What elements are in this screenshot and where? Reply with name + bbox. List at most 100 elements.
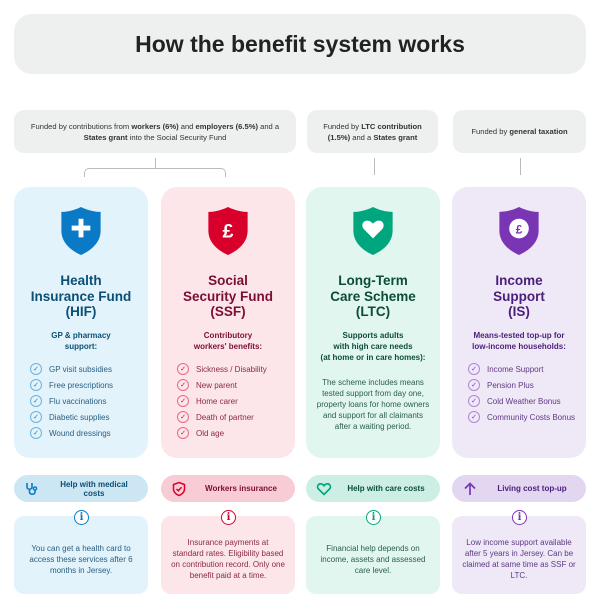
scheme-title-line: Care Scheme (330, 288, 416, 304)
funding-text-bold: States grant (373, 132, 418, 142)
list-item: ✓ Home carer (177, 395, 291, 407)
check-icon: ✓ (177, 411, 189, 423)
check-icon: ✓ (30, 395, 42, 407)
category-pill-is: Living cost top-up (452, 475, 586, 502)
check-icon: ✓ (30, 411, 42, 423)
scheme-title-line: Security Fund (182, 288, 273, 304)
check-icon: ✓ (468, 411, 480, 423)
funding-box-is: Funded by general taxation (453, 110, 586, 153)
funding-text: Funded by general taxation (471, 126, 567, 137)
title-banner: How the benefit system works (14, 14, 586, 74)
scheme-title-line: Social (208, 273, 248, 288)
pill-label: Workers insurance (205, 484, 277, 493)
shield-check-icon (171, 481, 197, 497)
funding-text-part: and (178, 121, 196, 131)
shield-pound-icon: £ (208, 206, 248, 256)
list-item: ✓ Pension Plus (468, 379, 582, 391)
scheme-subtitle-line: Contributory (203, 331, 253, 340)
connector-line (374, 158, 375, 175)
connector-bracket (84, 168, 226, 177)
list-item: ✓Death of partner (177, 411, 291, 423)
info-icon: i (512, 510, 527, 525)
heart-icon (316, 481, 342, 497)
list-item: ✓Community Costs Bonus (468, 411, 582, 423)
check-icon: ✓ (468, 395, 480, 407)
list-item: ✓Wound dressings (30, 427, 144, 439)
pill-label: Living cost top-up (497, 484, 567, 493)
info-text: Insurance payments at standard rates. El… (171, 538, 285, 580)
shield-plus-icon (61, 206, 101, 256)
stethoscope-icon (24, 481, 50, 497)
funding-text: Funded by LTC contribution (1.5%) and a … (313, 121, 432, 143)
list-item-label: Pension Plus (487, 381, 534, 390)
info-box-hif: You can get a health card to access thes… (14, 516, 148, 594)
funding-text-bold: general taxation (509, 127, 568, 136)
list-item: ✓ Diabetic supplies (30, 411, 144, 423)
check-icon: ✓ (177, 363, 189, 375)
funding-text: Funded by contributions from workers (6%… (20, 121, 290, 143)
page-title: How the benefit system works (135, 30, 465, 57)
check-icon: ✓ (468, 379, 480, 391)
category-pill-ssf: Workers insurance (161, 475, 295, 502)
scheme-subtitle-line: (at home or in care homes): (320, 353, 426, 362)
check-icon: ✓ (30, 379, 42, 391)
check-icon: ✓ (177, 395, 189, 407)
category-pill-ltc: Help with care costs (306, 475, 440, 502)
scheme-title-line: (SSF) (210, 304, 246, 319)
scheme-subtitle-line: Means-tested top-up for (473, 331, 565, 340)
info-icon: i (221, 510, 236, 525)
info-box-is: Low income support available after 5 yea… (452, 516, 586, 594)
list-item: ✓ GP visit subsidies (30, 363, 144, 375)
scheme-subtitle-line: support: (64, 342, 98, 351)
list-item: ✓Income Support (468, 363, 582, 375)
pill-label: Help with care costs (347, 484, 425, 493)
funding-text-part: Funded by (323, 121, 362, 131)
list-item: ✓Free prescriptions (30, 379, 144, 391)
list-item: ✓Cold Weather Bonus (468, 395, 582, 407)
info-box-ssf: Insurance payments at standard rates. El… (161, 516, 295, 594)
benefit-list: ✓Income Support ✓ Pension Plus ✓Cold Weathe… (468, 363, 582, 428)
list-item-label: Flu vaccinations (49, 397, 107, 406)
scheme-description: The scheme includes means tested support… (316, 378, 430, 431)
category-pill-hif: Help with medical costs (14, 475, 148, 502)
scheme-title-line: Insurance Fund (30, 288, 132, 304)
check-icon: ✓ (177, 379, 189, 391)
list-item-label: New parent (196, 381, 237, 390)
scheme-title-line: Long-Term (338, 273, 408, 288)
list-item-label: Sickness / Disability (196, 365, 267, 374)
svg-text:£: £ (516, 223, 523, 236)
shield-pound-coin-icon: £ (499, 206, 539, 256)
scheme-title-line: Health (60, 273, 102, 288)
list-item: ✓ Sickness / Disability (177, 363, 291, 375)
list-item-label: Diabetic supplies (49, 413, 110, 422)
funding-box-ltc: Funded by LTC contribution (1.5%) and a … (307, 110, 438, 153)
funding-text-part: and a (257, 121, 280, 131)
funding-text-bold: workers (6%) (131, 121, 179, 131)
scheme-title-line: (LTC) (355, 304, 391, 319)
check-icon: ✓ (30, 427, 42, 439)
info-text: Financial help depends on income, assets… (320, 543, 426, 575)
funding-text-part: and a (350, 132, 374, 142)
list-item: ✓ Flu vaccinations (30, 395, 144, 407)
info-icon: i (366, 510, 381, 525)
check-icon: ✓ (30, 363, 42, 375)
scheme-title-line: (IS) (508, 304, 530, 319)
info-icon: i (74, 510, 89, 525)
list-item-label: GP visit subsidies (49, 365, 112, 374)
svg-text:£: £ (223, 220, 234, 242)
scheme-subtitle: Means-tested top-up for low-income househ… (456, 330, 582, 352)
scheme-title-line: (HIF) (65, 304, 97, 319)
funding-text-bold: States grant (83, 132, 128, 142)
info-text: Low income support available after 5 yea… (462, 538, 576, 580)
list-item-label: Home carer (196, 397, 238, 406)
scheme-subtitle-line: low-income households: (472, 342, 566, 351)
